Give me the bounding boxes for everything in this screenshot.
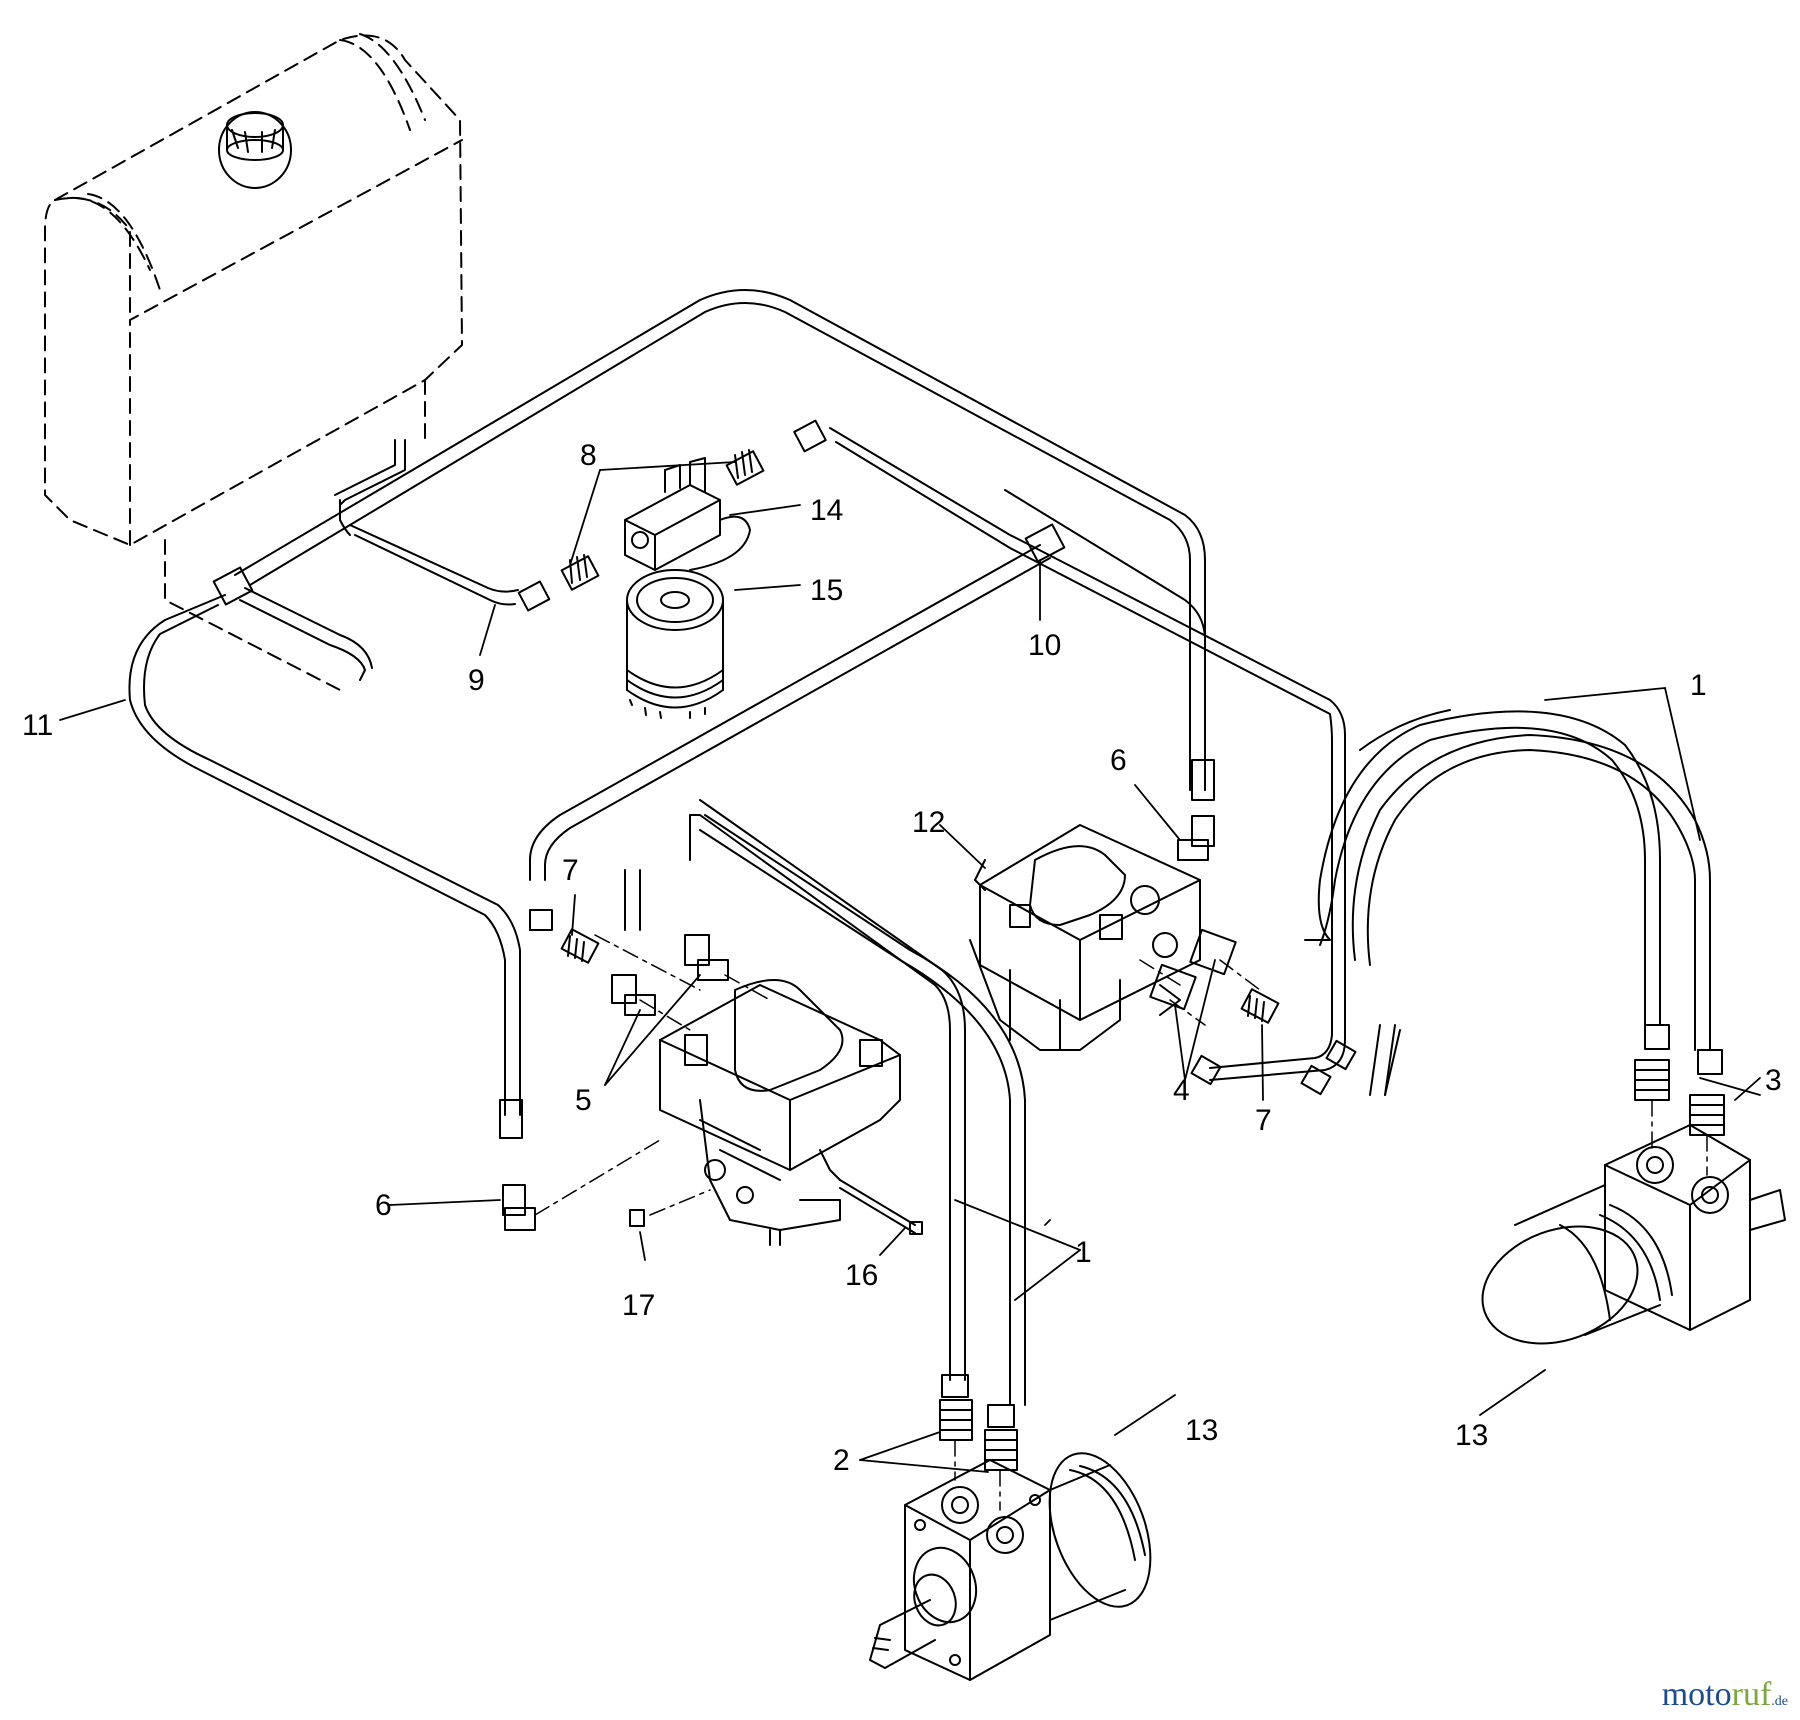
watermark-part-b: ruf	[1731, 1676, 1772, 1713]
oil-filter-cartridge	[626, 569, 724, 719]
callout-16: 16	[845, 1259, 878, 1292]
callout-1a: 1	[1690, 669, 1707, 702]
hydraulic-lines	[128, 289, 1711, 1406]
watermark-part-a: moto	[1661, 1676, 1732, 1713]
callout-6a: 6	[1110, 744, 1127, 777]
callout-15: 15	[810, 574, 843, 607]
callout-10: 10	[1028, 629, 1061, 662]
hydraulic-pump-left	[659, 979, 901, 1246]
callout-7a: 7	[562, 854, 579, 887]
callout-2: 2	[833, 1444, 850, 1477]
callout-1b: 1	[1075, 1236, 1092, 1269]
callout-13a: 13	[1455, 1419, 1488, 1452]
watermark-part-c: .de	[1771, 1694, 1788, 1709]
hydraulic-tank	[44, 33, 463, 691]
callout-12: 12	[912, 806, 945, 839]
callout-8: 8	[580, 439, 597, 472]
wheel-motor-bottom	[869, 1452, 1152, 1681]
callout-6b: 6	[375, 1189, 392, 1222]
alignment-lines	[534, 934, 1708, 1511]
callout-17: 17	[622, 1289, 655, 1322]
oil-filter-head	[624, 457, 751, 571]
hose-fittings	[212, 419, 1725, 1471]
callout-14: 14	[810, 494, 843, 527]
hydraulic-pump-right	[969, 824, 1201, 1051]
wheel-motor-right	[1481, 1124, 1786, 1345]
nut-part	[629, 1209, 645, 1227]
callout-11: 11	[22, 709, 53, 742]
callout-3: 3	[1765, 1064, 1782, 1097]
tank-filler-cap	[218, 111, 292, 189]
callout-13b: 13	[1185, 1414, 1218, 1447]
callout-9: 9	[468, 664, 485, 697]
watermark-logo: motoruf.de	[1662, 1676, 1788, 1714]
callout-4: 4	[1173, 1074, 1190, 1107]
callout-labels: 1 1 2 3 4 5 6 6 7 7 8 9 10 11 12 13 13 1…	[22, 439, 1782, 1477]
callout-7b: 7	[1255, 1104, 1272, 1137]
leader-lines	[59, 461, 1761, 1473]
callout-5: 5	[575, 1084, 592, 1117]
pin-part	[839, 1179, 923, 1235]
